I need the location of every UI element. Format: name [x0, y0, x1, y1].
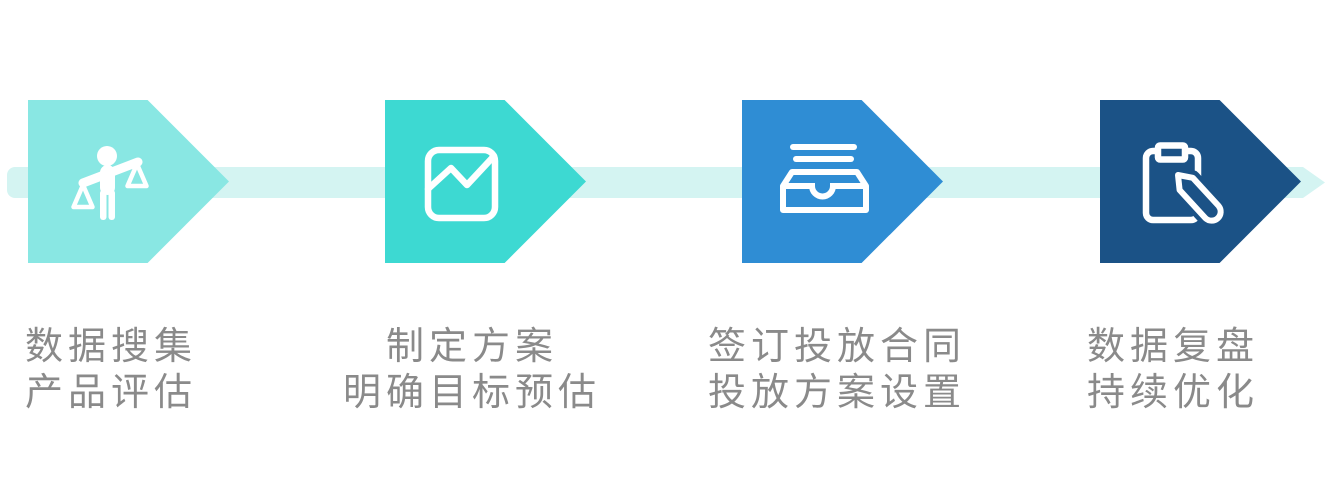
step-label-1-line2: 产品评估 [24, 372, 197, 414]
step-label-3: 签订投放合同 投放方案设置 [687, 324, 987, 416]
trend-chart-icon [422, 144, 502, 224]
step-label-3-line2: 投放方案设置 [707, 372, 966, 414]
step-label-4: 数据复盘 持续优化 [1023, 324, 1323, 416]
step-label-4-line1: 数据复盘 [1086, 326, 1259, 368]
step-chevron-1 [28, 100, 229, 263]
step-label-1-line1: 数据搜集 [24, 326, 197, 368]
step-label-1: 数据搜集 产品评估 [0, 324, 261, 416]
step-chevron-2 [385, 100, 586, 263]
step-label-2-line2: 明确目标预估 [342, 372, 601, 414]
step-label-3-line1: 签订投放合同 [707, 326, 966, 368]
step-label-4-line2: 持续优化 [1086, 372, 1259, 414]
balance-scale-person-icon [68, 135, 158, 230]
clipboard-pen-icon [1140, 142, 1229, 229]
step-label-2: 制定方案 明确目标预估 [322, 324, 622, 416]
step-label-2-line1: 制定方案 [385, 326, 558, 368]
inbox-tray-icon [780, 140, 869, 216]
timeline-arrow-tip-icon [1303, 167, 1325, 198]
step-chevron-4 [1100, 100, 1301, 263]
step-chevron-3 [742, 100, 943, 263]
